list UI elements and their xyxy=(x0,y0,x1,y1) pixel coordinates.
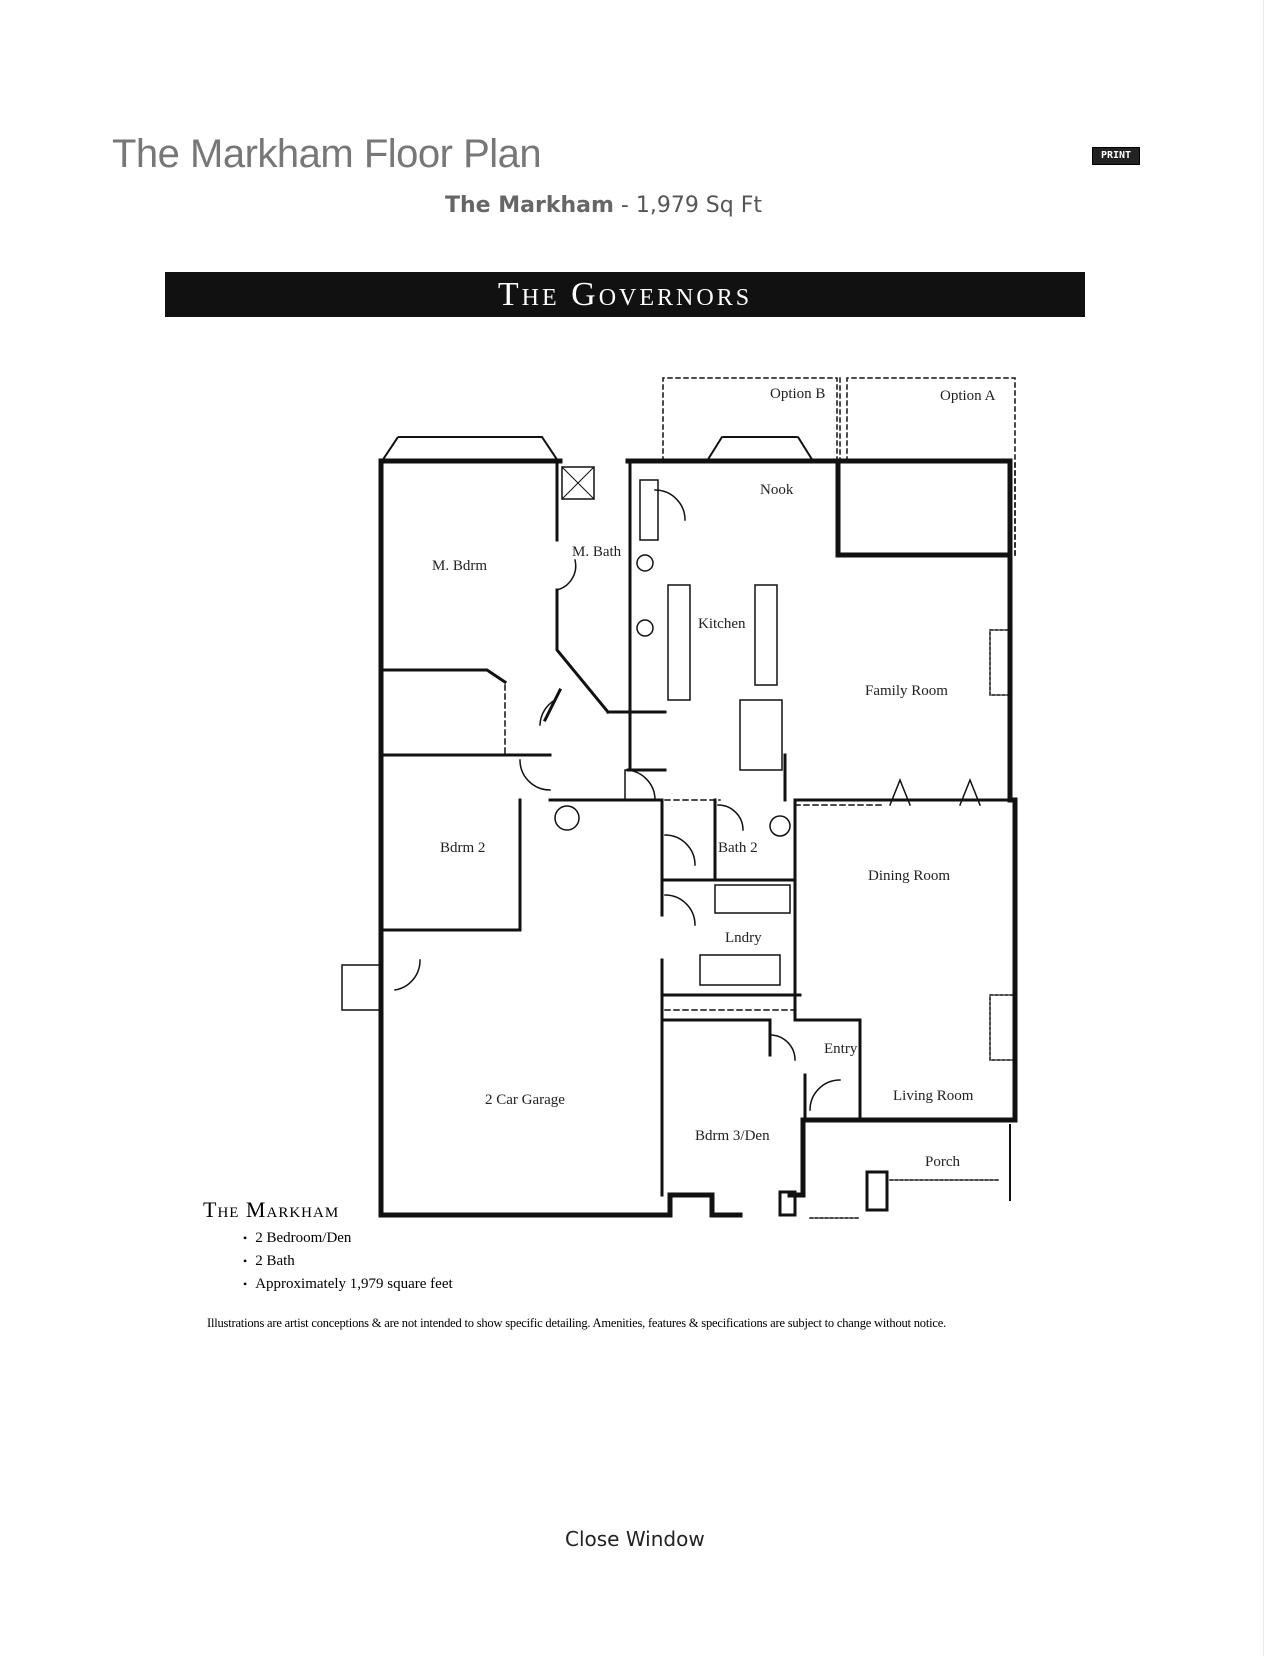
room-label-dining-room: Dining Room xyxy=(868,868,950,884)
plan-summary-item: 2 Bath xyxy=(243,1250,453,1273)
option-b-outline xyxy=(662,377,838,462)
room-label-living-room: Living Room xyxy=(893,1088,974,1104)
room-label-family-room: Family Room xyxy=(865,683,948,699)
option-a-outline xyxy=(846,377,1016,556)
subtitle-size: - 1,979 Sq Ft xyxy=(613,193,763,218)
room-label-option-a: Option A xyxy=(940,388,996,404)
plan-summary: The Markham 2 Bedroom/Den 2 Bath Approxi… xyxy=(203,1197,453,1296)
room-label-master-bath: M. Bath xyxy=(572,544,622,560)
plan-summary-item: Approximately 1,979 square feet xyxy=(243,1273,452,1296)
room-label-bath-2: Bath 2 xyxy=(718,840,758,856)
room-label-kitchen: Kitchen xyxy=(698,616,746,632)
room-label-option-b: Option B xyxy=(770,386,825,402)
room-label-bedroom-3: Bdrm 3/Den xyxy=(695,1128,770,1144)
bay-window-master xyxy=(380,436,560,463)
plan-summary-title: The Markham xyxy=(203,1197,340,1222)
room-label-entry: Entry xyxy=(824,1041,858,1057)
plan-summary-item: 2 Bedroom/Den xyxy=(243,1227,453,1250)
close-window-link[interactable]: Close Window xyxy=(565,1527,705,1551)
print-button[interactable]: PRINT xyxy=(1092,147,1140,165)
bay-window-nook xyxy=(705,436,815,463)
room-label-garage: 2 Car Garage xyxy=(485,1092,565,1108)
page-edge-divider xyxy=(1263,0,1264,1656)
room-label-master-bedroom: M. Bdrm xyxy=(432,558,487,574)
room-label-laundry: Lndry xyxy=(725,930,762,946)
collection-banner: The Governors xyxy=(165,272,1085,317)
room-label-bedroom-2: Bdrm 2 xyxy=(440,840,485,856)
plan-summary-list: 2 Bedroom/Den 2 Bath Approximately 1,979… xyxy=(243,1227,453,1296)
subtitle: The Markham - 1,979 Sq Ft xyxy=(445,193,762,218)
room-label-nook: Nook xyxy=(760,482,794,498)
room-label-porch: Porch xyxy=(925,1154,960,1170)
subtitle-model: The Markham xyxy=(445,193,614,218)
page-title: The Markham Floor Plan xyxy=(112,132,542,176)
disclaimer-text: Illustrations are artist conceptions & a… xyxy=(207,1316,947,1330)
